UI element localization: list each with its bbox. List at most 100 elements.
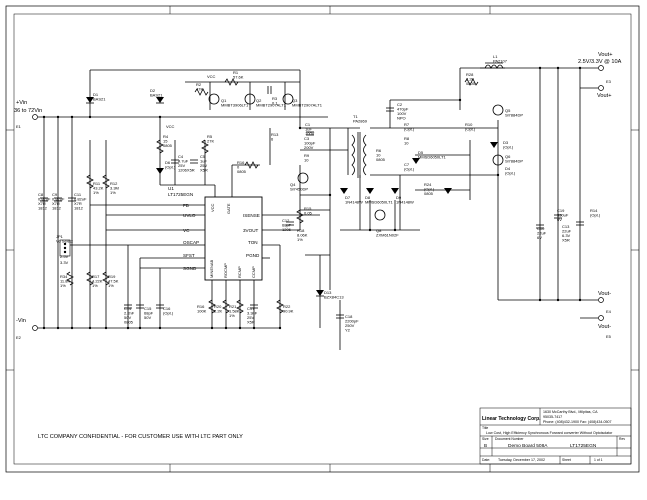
- component-label-line: (Opt.): [163, 311, 174, 316]
- component-label-line: X5R: [247, 320, 255, 325]
- component-label-line: R13: [271, 132, 279, 137]
- component-label-line: 250V: [345, 323, 355, 328]
- component-label-line: R12: [110, 181, 118, 186]
- ic-pin-3vout: 3VOUT: [243, 228, 259, 233]
- component-label-line: MMBT3906LT1: [221, 103, 249, 108]
- component-label-line: 1%: [93, 190, 99, 195]
- tb-docnum-label: Document Number: [495, 437, 524, 441]
- component-label-line: 1812: [38, 206, 48, 211]
- component-label-line: D8: [365, 195, 371, 200]
- terminal-e5[interactable]: [598, 315, 604, 321]
- component-label-line: 25V: [247, 315, 254, 320]
- component-label-line: 27K: [207, 139, 214, 144]
- label-e5: E5: [606, 334, 612, 339]
- component-label-line: MMBT2907ALT1: [292, 103, 323, 108]
- label-e4: E4: [606, 309, 612, 314]
- ic-pin-vcc: VCC: [210, 203, 215, 212]
- component-label-line: 1812: [74, 206, 84, 211]
- ic-pin-uvlo: UVLO: [183, 213, 196, 218]
- terminal-e2[interactable]: [32, 325, 38, 331]
- component-label-line: C12: [282, 218, 290, 223]
- component-label-line: (Opt.): [465, 127, 476, 132]
- component-label-line: MMBT2907ALT1: [256, 103, 287, 108]
- component-label-line: 1N4148W: [345, 200, 363, 205]
- component-label-line: Si7884DP: [505, 159, 523, 164]
- jumper-jp1[interactable]: [59, 239, 71, 257]
- component-label-line: 1%: [229, 313, 235, 318]
- diode-d6: [156, 168, 164, 174]
- tb-title-label: Title: [482, 426, 488, 430]
- component-label-line: C7: [404, 162, 410, 167]
- component-label-line: 8.06K: [297, 233, 308, 238]
- component-label-line: 0.1: [272, 101, 278, 106]
- component-label-line: R15: [304, 206, 312, 211]
- component-label-line: 2.2K: [466, 77, 475, 82]
- transistor-q4: [297, 172, 309, 184]
- terminal-e3[interactable]: [598, 65, 604, 71]
- diode-d13: [316, 290, 324, 296]
- component-label-line: 90.9K: [283, 309, 294, 314]
- tb-sheet-label: Sheet: [562, 458, 571, 462]
- component-label-line: X5R: [200, 168, 208, 173]
- ic-u1-pins-bottom: MINENAB ROCMP RCMP CCMP: [209, 259, 256, 278]
- component-r7: R7(Opt.): [404, 122, 415, 132]
- component-label-line: 25V: [200, 163, 207, 168]
- component-label-line: Q4: [290, 182, 296, 187]
- component-label-line: D4: [505, 166, 511, 171]
- component-label-line: C8: [38, 192, 44, 197]
- terminal-e3b[interactable]: [598, 85, 604, 91]
- component-label-line: D3: [503, 140, 509, 145]
- component-label-line: X7R: [52, 201, 60, 206]
- tb-phone: Phone: (408)432-1900 Fax: (408)434-0507: [543, 420, 612, 424]
- label-vin-range: 36 to 72Vin: [14, 108, 42, 114]
- component-label-line: 1%: [92, 283, 98, 288]
- component-label-line: C4: [178, 154, 184, 159]
- component-label-line: 50V: [124, 315, 131, 320]
- component-label-line: R16: [237, 160, 245, 165]
- ic-pin-gate: GATE: [226, 203, 231, 214]
- component-label-line: X7R: [74, 201, 82, 206]
- component-r14: R14(Opt.): [590, 208, 601, 218]
- component-label-line: 6V: [537, 235, 542, 240]
- label-vout-neg-2: Vout-: [598, 324, 611, 330]
- label-vout-pos-2: Vout+: [597, 93, 611, 99]
- component-r3: R30.1: [272, 96, 278, 106]
- component-label-line: PA2107: [493, 59, 508, 64]
- terminal-e1[interactable]: [32, 114, 38, 120]
- ic-pin-rcmp: RCMP: [237, 266, 242, 278]
- component-label-line: C5: [200, 154, 206, 159]
- terminal-e4[interactable]: [598, 297, 604, 303]
- ic-pin-ccmp: CCMP: [251, 266, 256, 278]
- tb-title: Low Cost, High Efficiency Synchronous Fo…: [486, 431, 613, 435]
- component-label-line: 0: [237, 165, 240, 170]
- component-label-line: Q6: [505, 154, 511, 159]
- component-label-line: C2: [397, 102, 403, 107]
- ic-pin-sgnd: SGND: [183, 266, 197, 271]
- component-label-line: D5: [418, 150, 424, 155]
- sheet-inner-border: [13, 13, 632, 465]
- diode-d5: [412, 158, 420, 164]
- component-label-line: PA2869: [353, 119, 368, 124]
- ic-pin-oscap: OSCAP: [183, 240, 199, 245]
- component-label-line: (Opt.): [590, 213, 601, 218]
- confidential-notice: LTC COMPANY CONFIDENTIAL - FOR CUSTOMER …: [38, 434, 243, 440]
- component-label-line: 68pF: [282, 223, 292, 228]
- tb-address1: 1630 McCarthy Blvd., Milpitas, CA: [543, 410, 598, 414]
- component-label-line: 2200pF: [345, 319, 359, 324]
- ic-pin-ton: TON: [248, 240, 258, 245]
- title-block: [479, 407, 632, 465]
- terminals: [32, 65, 604, 331]
- component-label-line: 68pF: [144, 311, 154, 316]
